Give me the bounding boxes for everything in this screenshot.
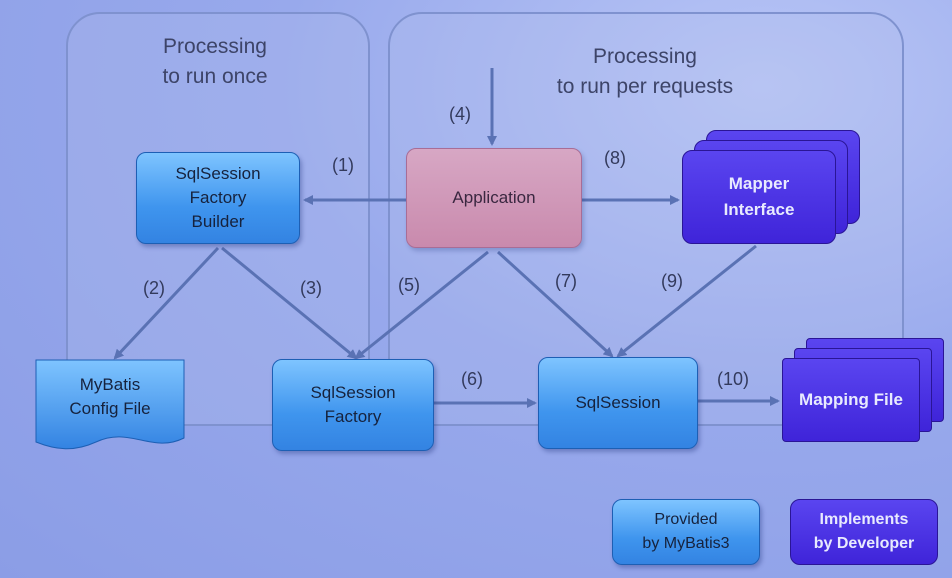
step-label-5: (5) [398, 275, 420, 295]
step-label-10: (10) [717, 369, 750, 389]
mapper-interface-node: Mapper Interface [682, 130, 862, 244]
arrow-7 [496, 250, 614, 358]
step-label-2: (2) [143, 278, 165, 298]
step-label-1: (1) [332, 155, 354, 175]
run-once-title: Processing to run once [162, 35, 268, 88]
application-node: Application [406, 148, 582, 248]
mapping-file-node: Mapping File [782, 338, 948, 446]
config-file-node-shape [35, 359, 185, 450]
step-label-7: (7) [555, 271, 577, 291]
per-request-title: Processing to run per requests [556, 45, 734, 98]
config-file-node: MyBatis Config File [69, 375, 151, 418]
sqlsession-factory-node: SqlSession Factory [272, 359, 434, 451]
mapping-file-label: Mapping File [782, 358, 920, 442]
arrow-3 [221, 246, 358, 360]
legend-provided-by-mybatis: Provided by MyBatis3 [612, 499, 760, 565]
step-label-4: (4) [449, 104, 471, 124]
arrow-5 [354, 250, 489, 360]
step-label-6: (6) [461, 369, 483, 389]
step-label-3: (3) [300, 278, 322, 298]
sqlsession-node: SqlSession [538, 357, 698, 449]
mapper-interface-label: Mapper Interface [682, 150, 836, 244]
legend-implements-by-developer: Implements by Developer [790, 499, 938, 565]
step-label-8: (8) [604, 148, 626, 168]
step-label-9: (9) [661, 271, 683, 291]
arrow-9 [616, 244, 757, 358]
arrow-2 [113, 246, 220, 360]
sqlsession-factory-builder-node: SqlSession Factory Builder [136, 152, 300, 244]
